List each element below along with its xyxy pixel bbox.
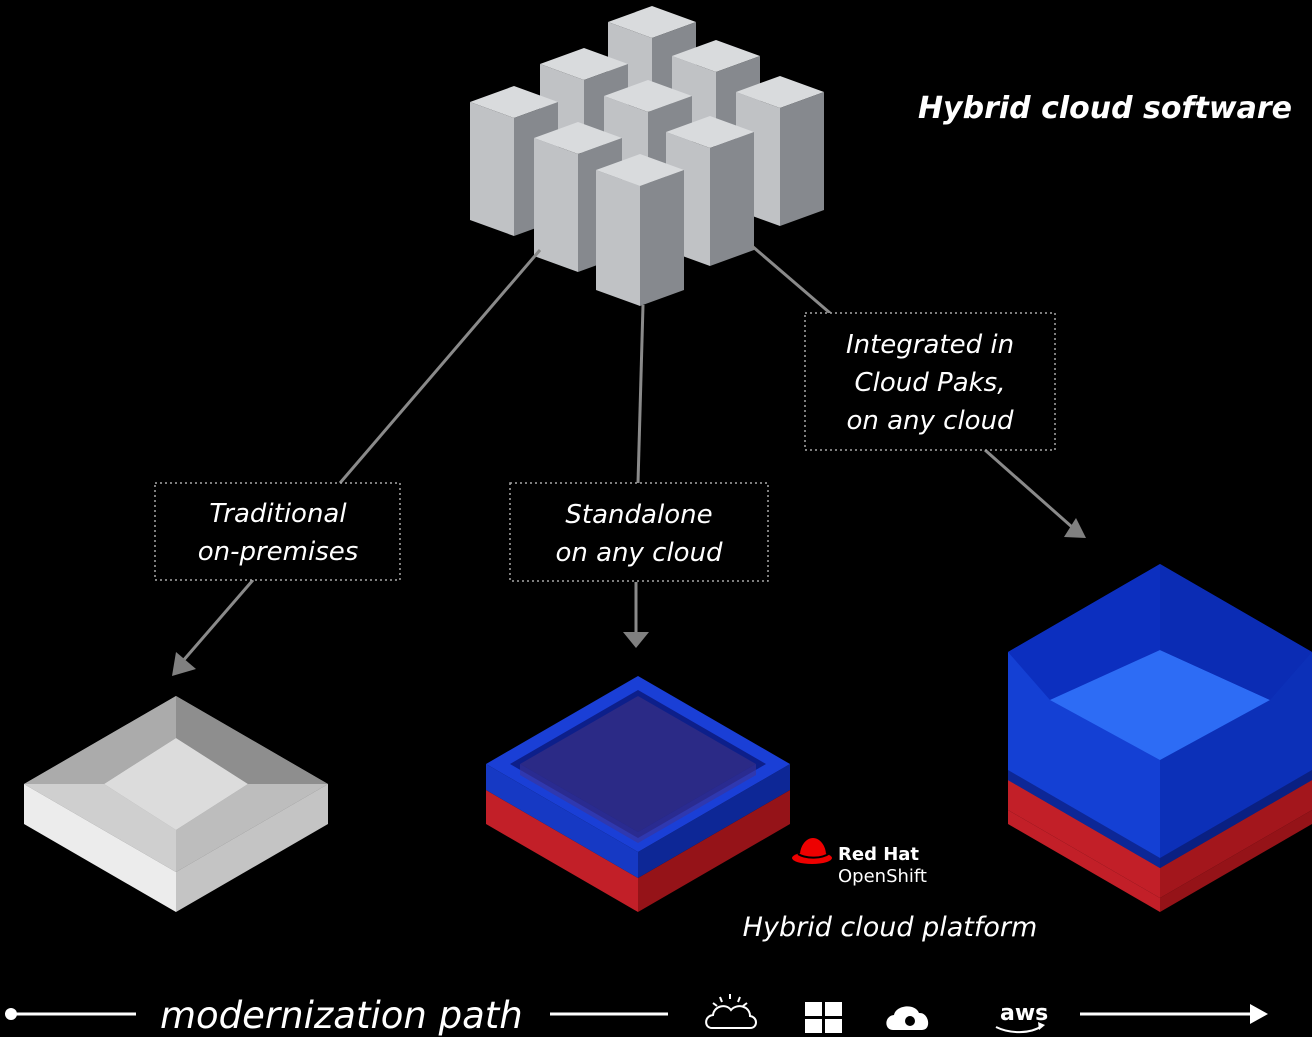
- cloud-paks-platform-stack: [1008, 564, 1312, 912]
- option-label-line: on-premises: [198, 537, 359, 567]
- server-block: [596, 154, 684, 306]
- path-arrow-icon: [1250, 1004, 1268, 1024]
- arrowheads: [172, 518, 1086, 676]
- connectors: [180, 244, 1073, 663]
- logo-brand: Red Hat: [838, 844, 919, 865]
- label-box: [154, 482, 401, 581]
- connector-line: [180, 579, 255, 663]
- option-label-line: Standalone: [565, 500, 712, 530]
- label-box: [804, 312, 1056, 451]
- label-box: [509, 482, 769, 582]
- deployment-option-standalone: Standalone on any cloud: [509, 482, 769, 582]
- option-label-line: Cloud Paks,: [854, 368, 1005, 398]
- option-label-line: on any cloud: [846, 406, 1014, 436]
- option-label-line: Integrated in: [846, 330, 1014, 360]
- server-cluster: [470, 6, 824, 306]
- microsoft-azure-icon: [805, 1002, 842, 1033]
- deployment-option-traditional: Traditional on-premises: [154, 482, 401, 581]
- aws-icon: aws: [995, 1001, 1048, 1034]
- platform-label: Hybrid cloud platform: [743, 912, 1038, 943]
- deployment-option-cloud-paks: Integrated in Cloud Paks, on any cloud: [804, 312, 1056, 451]
- path-label: modernization path: [160, 994, 523, 1037]
- diagram-title: Hybrid cloud software: [918, 91, 1292, 126]
- logo-product: OpenShift: [838, 866, 927, 887]
- arrowhead-icon: [172, 652, 196, 676]
- server-block: [736, 76, 824, 226]
- connector-line: [984, 448, 1073, 529]
- connector-line: [636, 304, 645, 484]
- red-hat-openshift-logo: Red Hat OpenShift: [792, 838, 927, 887]
- arrowhead-icon: [1064, 518, 1086, 538]
- arrowhead-icon: [623, 632, 649, 648]
- option-label-line: Traditional: [209, 499, 347, 529]
- google-cloud-icon: [886, 1006, 929, 1030]
- ibm-cloud-icon: [705, 994, 757, 1029]
- server-block: [470, 86, 558, 236]
- option-label-line: on any cloud: [555, 538, 723, 568]
- connector-line: [751, 244, 831, 315]
- standalone-platform-stack: [486, 676, 790, 912]
- on-premises-slab: [24, 696, 328, 912]
- red-hat-icon: [792, 838, 832, 864]
- aws-wordmark: aws: [1000, 1001, 1048, 1026]
- modernization-path: modernization path aws: [5, 994, 1268, 1037]
- connector-line: [338, 249, 542, 484]
